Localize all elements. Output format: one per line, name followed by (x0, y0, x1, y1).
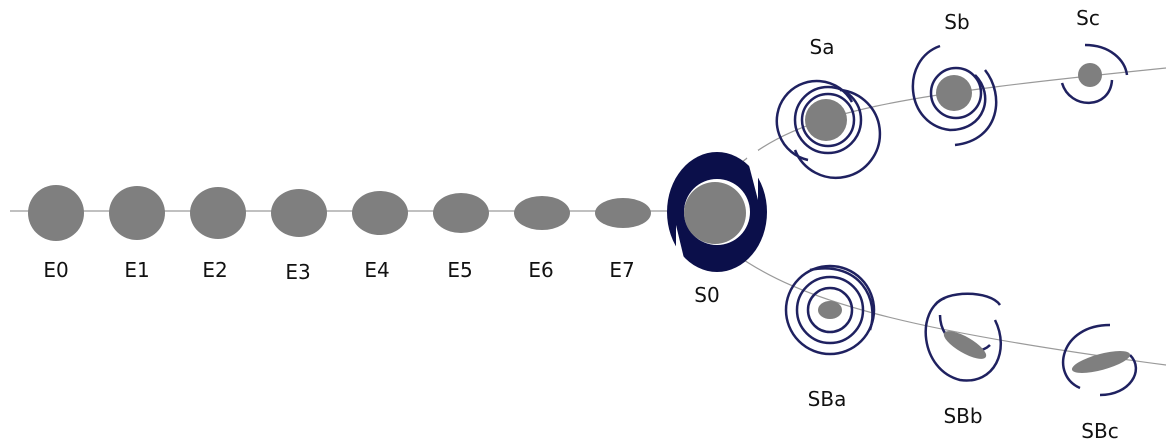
barred-branch-line (734, 253, 1167, 366)
label-e3: E3 (285, 260, 310, 284)
label-e2: E2 (202, 258, 227, 282)
galaxy-sb (911, 44, 998, 147)
label-e4: E4 (364, 258, 389, 282)
galaxy-e6 (514, 196, 570, 230)
spiral-branch-line (734, 67, 1167, 169)
label-sc: Sc (1076, 6, 1100, 30)
label-e0: E0 (43, 258, 68, 282)
label-sa: Sa (810, 35, 835, 59)
galaxy-sbc (1062, 323, 1137, 397)
galaxy-e3 (271, 189, 327, 237)
label-sba: SBa (808, 387, 847, 411)
galaxy-e7 (595, 198, 651, 228)
label-sbb: SBb (943, 404, 982, 428)
galaxy-e2 (190, 187, 246, 239)
galaxy-sa (775, 79, 882, 179)
galaxy-sc (1060, 43, 1129, 105)
label-sb: Sb (944, 10, 969, 34)
galaxy-e5 (433, 193, 489, 233)
galaxy-s0 (667, 150, 767, 275)
label-e6: E6 (528, 258, 553, 282)
galaxy-sba (784, 264, 876, 356)
galaxy-sbb (924, 292, 1003, 382)
label-e1: E1 (124, 258, 149, 282)
label-e5: E5 (447, 258, 472, 282)
galaxy-e0 (28, 185, 84, 241)
label-s0: S0 (694, 283, 719, 307)
label-e7: E7 (609, 258, 634, 282)
galaxy-e1 (109, 186, 165, 240)
galaxy-e4 (352, 191, 408, 235)
label-sbc: SBc (1081, 419, 1118, 441)
